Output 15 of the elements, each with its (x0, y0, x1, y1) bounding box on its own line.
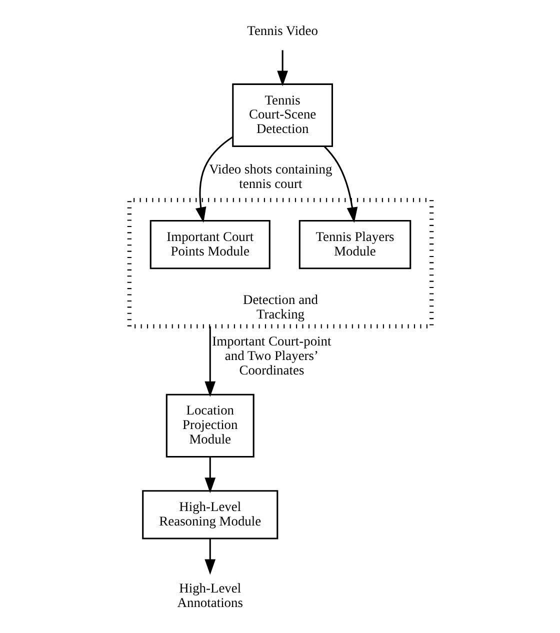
node-box: Tennis Court-Scene Detection (232, 83, 333, 148)
arrow (204, 457, 216, 494)
node-box: Tennis Players Module (298, 220, 411, 270)
arrow (323, 146, 358, 223)
arrow (194, 136, 233, 223)
node-box: Location Projection Module (165, 394, 254, 458)
edge-label: Video shots containing tennis court (208, 162, 332, 192)
arrow (204, 326, 216, 397)
node-box: Important Court Points Module (149, 220, 270, 270)
node-text: Tennis Video (246, 22, 318, 38)
node-box: High-Level Reasoning Module (142, 490, 278, 540)
arrow (204, 538, 216, 575)
arrow (276, 50, 288, 86)
node-text: High-Level Annotations (176, 580, 242, 610)
edge-label: Important Court-point and Two Players’ Coordinates (212, 333, 331, 378)
